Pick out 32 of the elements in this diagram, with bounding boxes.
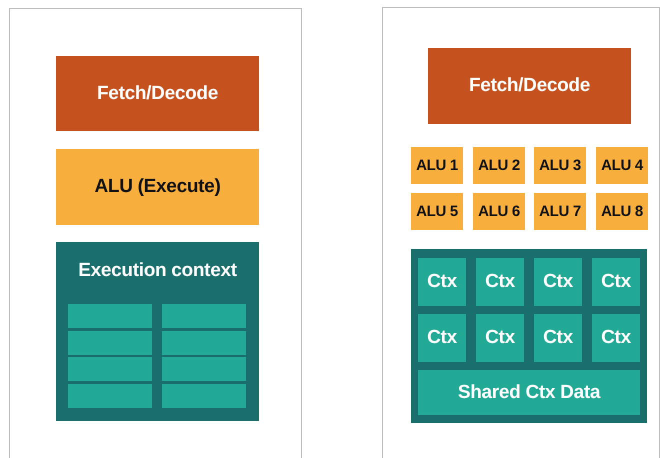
- alu-box: ALU 3: [534, 147, 586, 184]
- panel-box: [9, 8, 302, 458]
- alu-box: ALU 6: [473, 193, 525, 230]
- context-box: Ctx: [418, 258, 466, 306]
- context-box: Execution context: [56, 242, 259, 421]
- context-slot: [162, 384, 246, 408]
- context-box: Ctx: [418, 314, 466, 362]
- alu-box: ALU 2: [473, 147, 525, 184]
- context-box: Ctx: [592, 314, 640, 362]
- context-slot: [162, 304, 246, 328]
- context-slot: [68, 304, 152, 328]
- context-slot: [68, 357, 152, 381]
- context-slot: [162, 330, 246, 354]
- alu-box: ALU 1: [411, 147, 463, 184]
- context-slot: [68, 384, 152, 408]
- context-slot: [68, 330, 152, 354]
- alu-box: ALU (Execute): [56, 149, 259, 225]
- context-box: Ctx: [592, 258, 640, 306]
- context-box: Ctx: [476, 258, 524, 306]
- context-box: Ctx: [534, 314, 582, 362]
- fetch-decode-box: Fetch/Decode: [428, 48, 631, 124]
- context-slot: [162, 357, 246, 381]
- context-box: [411, 249, 647, 423]
- alu-box: ALU 8: [596, 193, 648, 230]
- alu-box: ALU 4: [596, 147, 648, 184]
- fetch-decode-box: Fetch/Decode: [56, 56, 259, 131]
- alu-box: ALU 7: [534, 193, 586, 230]
- context-box: Ctx: [476, 314, 524, 362]
- alu-box: ALU 5: [411, 193, 463, 230]
- context-box: Ctx: [534, 258, 582, 306]
- shared-data-box: Shared Ctx Data: [418, 370, 640, 415]
- panel-box: [382, 7, 660, 458]
